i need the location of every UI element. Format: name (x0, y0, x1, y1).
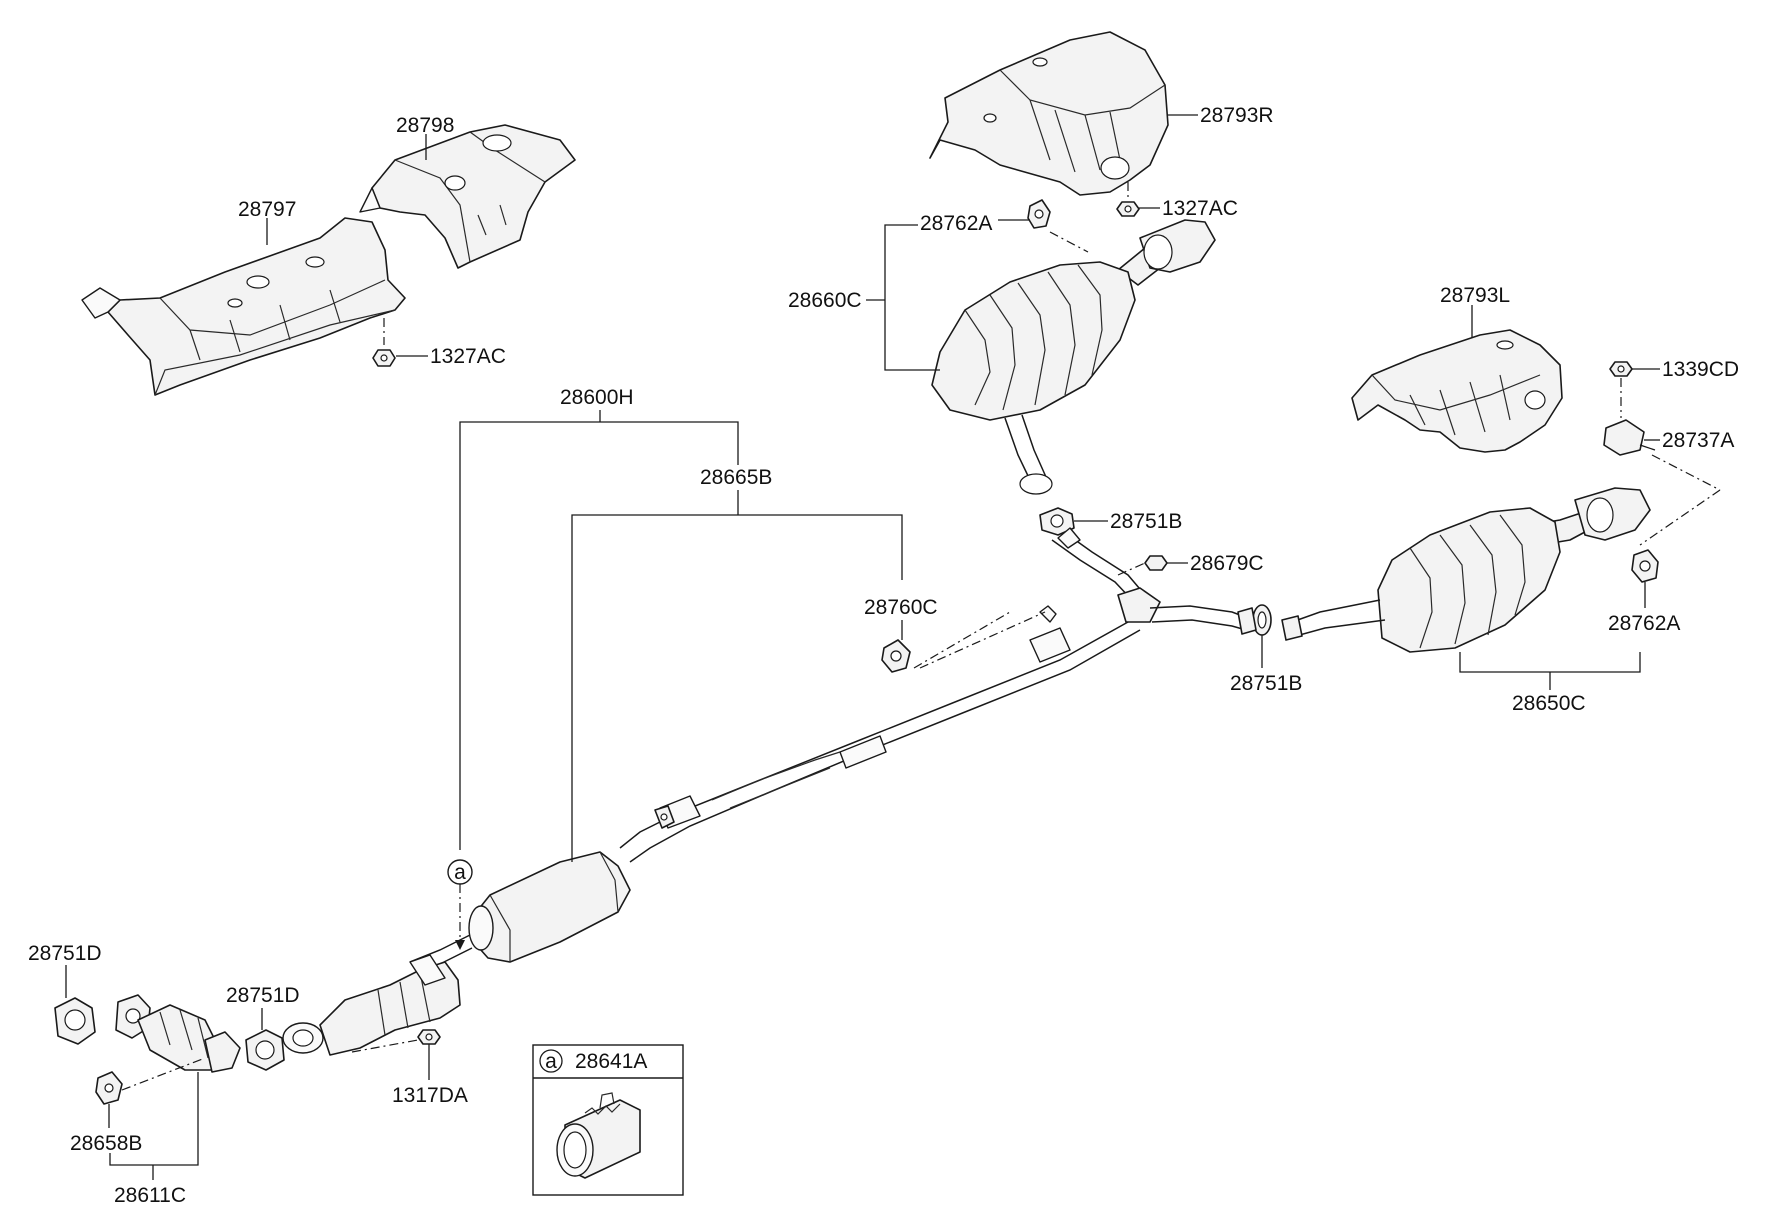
label-28751b-bottom: 28751B (1230, 672, 1302, 695)
inset-marker: a (545, 1050, 557, 1073)
leader-lines (65, 114, 1660, 1180)
label-28658b: 28658B (70, 1132, 142, 1155)
callout-a-marker: a (454, 861, 466, 884)
label-28737a: 28737A (1662, 429, 1734, 452)
center-pipe-28665b (409, 527, 1257, 976)
label-28797: 28797 (238, 198, 296, 221)
bracket-28737a (1603, 419, 1721, 546)
label-28665b: 28665B (700, 466, 772, 489)
inset-part-label: 28641A (575, 1050, 647, 1073)
callout-a: a (447, 859, 473, 950)
label-28798: 28798 (396, 114, 454, 137)
heat-shield-28797 (81, 217, 406, 396)
rear-muffler-left-28660c (931, 199, 1216, 495)
label-28751d-mid: 28751D (226, 984, 300, 1007)
label-28660c: 28660C (788, 289, 862, 312)
label-28650c: 28650C (1512, 692, 1586, 715)
label-28762a-right: 28762A (1608, 612, 1680, 635)
part-labels: 28798 28797 1327AC 28793R 1327AC 28762A … (28, 104, 1739, 1207)
label-28793r: 28793R (1200, 104, 1274, 127)
nut-1317da (351, 1029, 441, 1053)
gasket-28751d-left (54, 997, 96, 1045)
gasket-28751b-top (1039, 507, 1075, 536)
nut-1327ac-left (372, 318, 396, 367)
label-28751d-left: 28751D (28, 942, 102, 965)
nut-1327ac-right (1116, 182, 1140, 217)
inset-box-28641a: a 28641A (532, 1044, 684, 1196)
hanger-28760c (881, 611, 1011, 673)
label-28611c: 28611C (114, 1184, 186, 1207)
heat-shield-28798 (359, 124, 576, 269)
catalytic-converter (282, 954, 461, 1056)
heat-shield-28793r (929, 31, 1169, 196)
label-28762a-top: 28762A (920, 212, 992, 235)
label-28600h: 28600H (560, 386, 634, 409)
label-28760c: 28760C (864, 596, 938, 619)
label-1327ac-right: 1327AC (1162, 197, 1238, 220)
nut-1339cd (1609, 361, 1633, 418)
nut-28679c (1117, 555, 1168, 576)
label-28751b-top: 28751B (1110, 510, 1182, 533)
label-1339cd: 1339CD (1662, 358, 1739, 381)
hanger-28658b (95, 1057, 206, 1105)
label-28793l: 28793L (1440, 284, 1510, 307)
label-28679c: 28679C (1190, 552, 1264, 575)
gasket-28751d-mid (245, 1029, 285, 1071)
clamp-28641a (556, 1092, 641, 1179)
rear-muffler-right-28650c (1281, 487, 1659, 653)
label-1317da: 1317DA (392, 1084, 468, 1107)
front-pipe-28611c (115, 994, 241, 1073)
label-1327ac-left: 1327AC (430, 345, 506, 368)
heat-shield-28793l (1351, 329, 1563, 453)
